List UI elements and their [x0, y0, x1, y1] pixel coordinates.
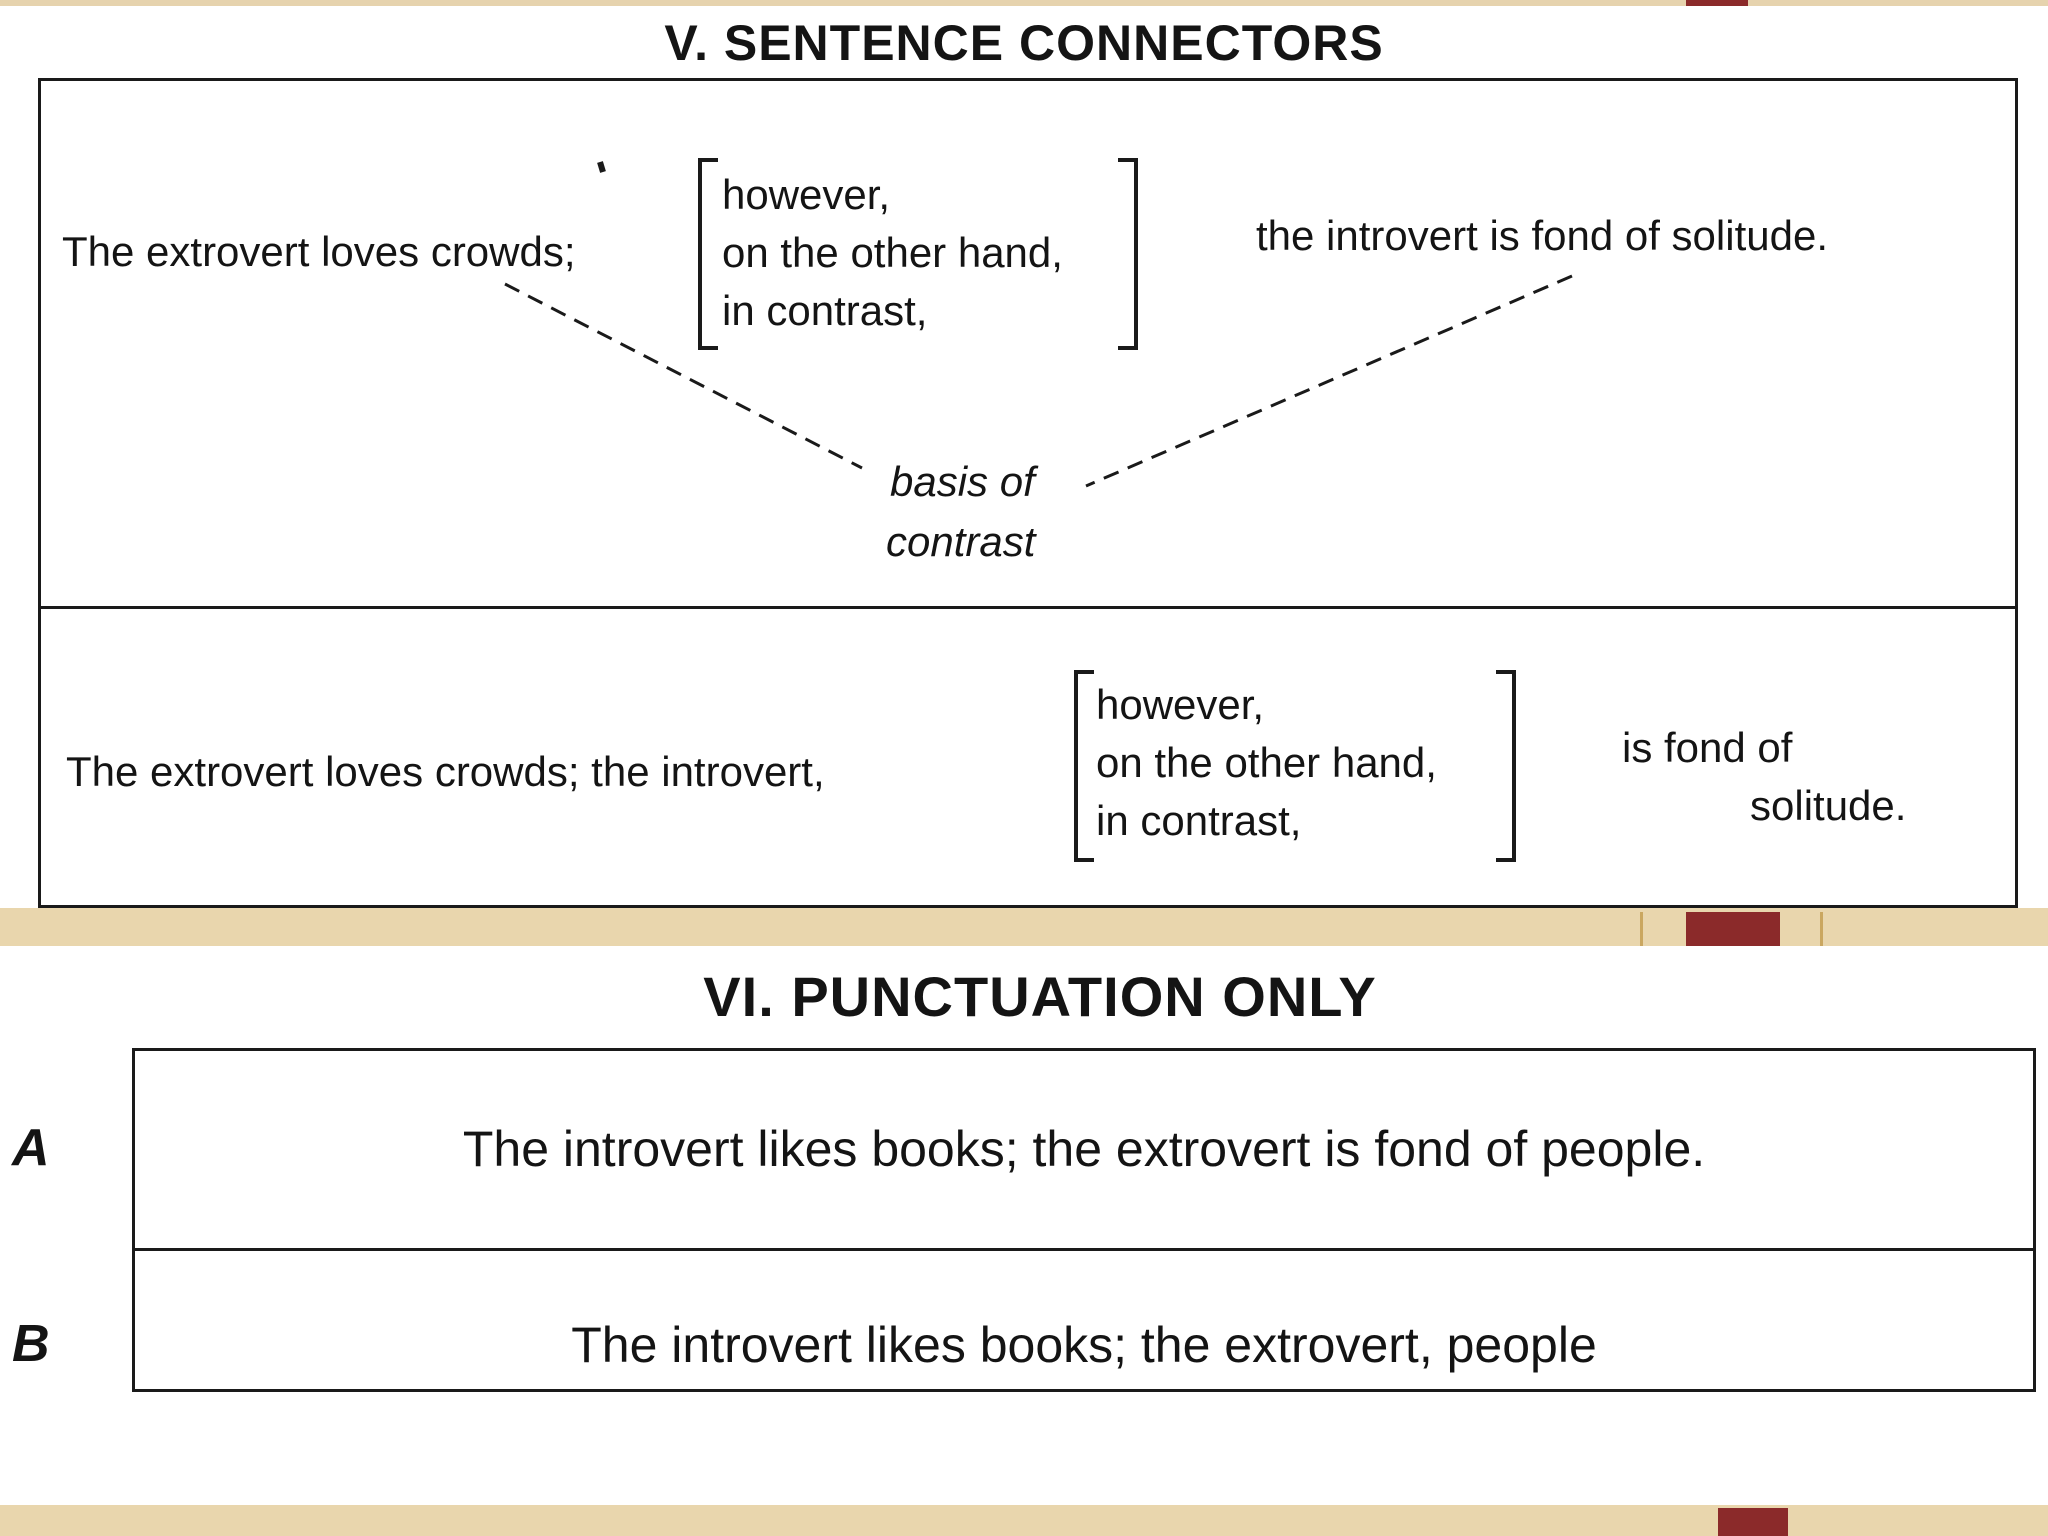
basis-of-contrast-line1: basis of	[890, 458, 1035, 505]
background-binding-middle	[1686, 912, 1780, 946]
row2-tail-line2: solitude.	[1750, 782, 1907, 829]
background-fold-line-2	[1820, 912, 1823, 946]
row1-connector-list: however, on the other hand, in contrast,	[722, 166, 1063, 340]
row1-lead-clause: The extrovert loves crowds;	[62, 228, 576, 275]
background-binding-bottom	[1718, 1508, 1788, 1536]
section-vi-row-divider	[132, 1248, 2036, 1251]
section-v-panel: V. SENTENCE CONNECTORS The extrovert lov…	[0, 6, 2048, 908]
section-vi-table-frame	[132, 1048, 2036, 1392]
row-b-label: B	[12, 1315, 50, 1373]
section-vi-title: VI. PUNCTUATION ONLY	[703, 965, 1377, 1028]
connector-in-contrast: in contrast,	[1096, 797, 1302, 844]
connector-on-the-other-hand: on the other hand,	[1096, 739, 1437, 786]
section-v-row-divider	[38, 606, 2018, 609]
section-v-frame	[38, 78, 2018, 908]
background-binding-top	[1686, 0, 1748, 8]
section-v-title: V. SENTENCE CONNECTORS	[664, 15, 1384, 71]
row2-lead-clause: The extrovert loves crowds; the introver…	[66, 748, 825, 795]
section-vi-panel: VI. PUNCTUATION ONLY A The introvert lik…	[0, 946, 2048, 1505]
background-strip-bottom	[0, 1505, 2048, 1536]
connector-however: however,	[1096, 681, 1265, 728]
basis-of-contrast-line2: contrast	[886, 518, 1036, 565]
row2-bracket-left	[1074, 670, 1094, 862]
row2-tail-line1: is fond of	[1622, 724, 1793, 771]
row1-bracket-right	[1118, 158, 1138, 350]
row-a-text: The introvert likes books; the extrovert…	[462, 1121, 1706, 1177]
row-b-text: The introvert likes books; the extrovert…	[571, 1317, 1597, 1373]
connector-in-contrast: in contrast,	[722, 287, 928, 334]
row1-tail-clause: the introvert is fond of solitude.	[1256, 212, 1828, 259]
row2-bracket-right	[1496, 670, 1516, 862]
background-fold-line	[1640, 912, 1643, 946]
row1-bracket-left	[698, 158, 718, 350]
row-a-label: A	[12, 1119, 50, 1177]
connector-on-the-other-hand: on the other hand,	[722, 229, 1063, 276]
connector-however: however,	[722, 171, 891, 218]
row2-connector-list: however, on the other hand, in contrast,	[1096, 676, 1437, 850]
